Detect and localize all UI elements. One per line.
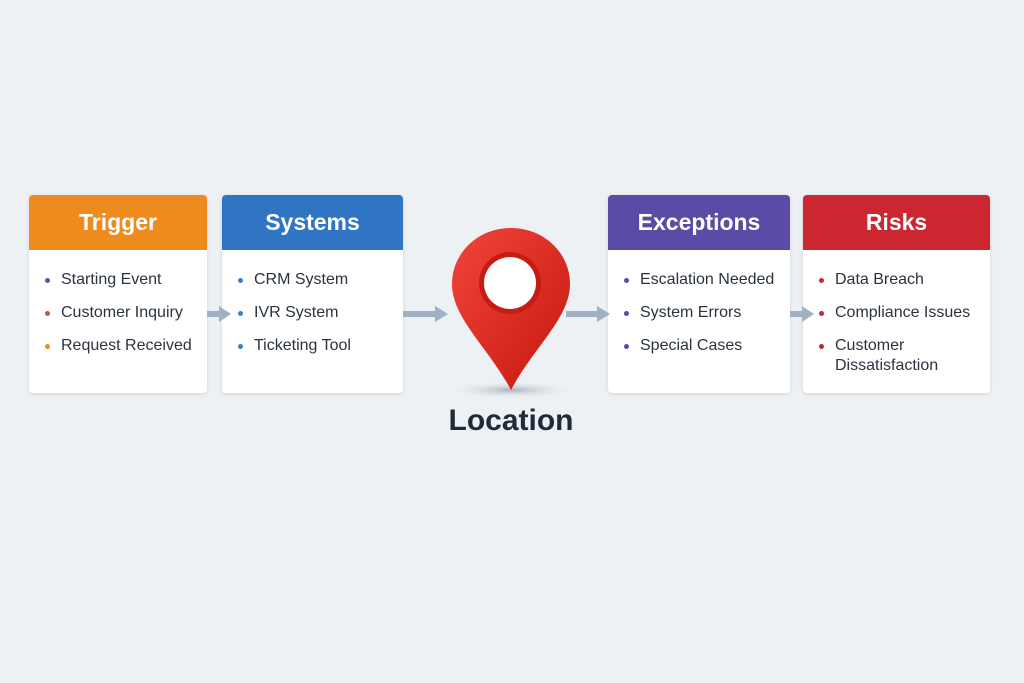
arrow-icon (403, 306, 448, 322)
list-item: Special Cases (624, 336, 790, 356)
list-item: Data Breach (819, 270, 990, 290)
item-text: Data Breach (835, 271, 924, 288)
item-text: IVR System (254, 304, 339, 321)
card-header: Trigger (29, 195, 207, 250)
bullet-icon (238, 344, 243, 349)
list-item: Request Received (45, 336, 207, 356)
card-exceptions: Exceptions Escalation Needed System Erro… (608, 195, 790, 393)
card-risks: Risks Data Breach Compliance Issues Cust… (803, 195, 990, 393)
item-text: Customer Inquiry (61, 304, 183, 321)
list-item: Ticketing Tool (238, 336, 403, 356)
bullet-icon (819, 278, 824, 283)
item-text: System Errors (640, 304, 742, 321)
list-item: Customer Inquiry (45, 303, 207, 323)
card-header: Systems (222, 195, 403, 250)
map-pin-icon (445, 228, 577, 399)
item-text: Ticketing Tool (254, 337, 351, 354)
bullet-icon (238, 311, 243, 316)
arrow-icon (207, 306, 231, 322)
bullet-icon (624, 344, 629, 349)
item-text: Escalation Needed (640, 271, 775, 288)
bullet-icon (624, 311, 629, 316)
list-item: CRM System (238, 270, 403, 290)
item-text: Starting Event (61, 271, 162, 288)
bullet-icon (819, 311, 824, 316)
arrow-icon (790, 306, 814, 322)
arrow-icon (566, 306, 610, 322)
item-text: Special Cases (640, 337, 743, 354)
card-header: Risks (803, 195, 990, 250)
bullet-icon (238, 278, 243, 283)
location-label: Location (448, 404, 574, 437)
bullet-icon (45, 311, 50, 316)
list-item: Escalation Needed (624, 270, 790, 290)
item-text: Request Received (61, 337, 192, 354)
list-item: System Errors (624, 303, 790, 323)
list-item: Compliance Issues (819, 303, 990, 323)
bullet-icon (45, 344, 50, 349)
bullet-icon (819, 344, 824, 349)
card-systems: Systems CRM System IVR System Ticketing … (222, 195, 403, 393)
list-item: IVR System (238, 303, 403, 323)
item-text: Compliance Issues (835, 304, 971, 321)
card-trigger: Trigger Starting Event Customer Inquiry … (29, 195, 207, 393)
list-item: Customer Dissatisfaction (819, 336, 949, 376)
item-text: CRM System (254, 271, 349, 288)
bullet-icon (45, 278, 50, 283)
bullet-icon (624, 278, 629, 283)
list-item: Starting Event (45, 270, 207, 290)
card-header: Exceptions (608, 195, 790, 250)
item-text: Customer Dissatisfaction (835, 337, 939, 374)
